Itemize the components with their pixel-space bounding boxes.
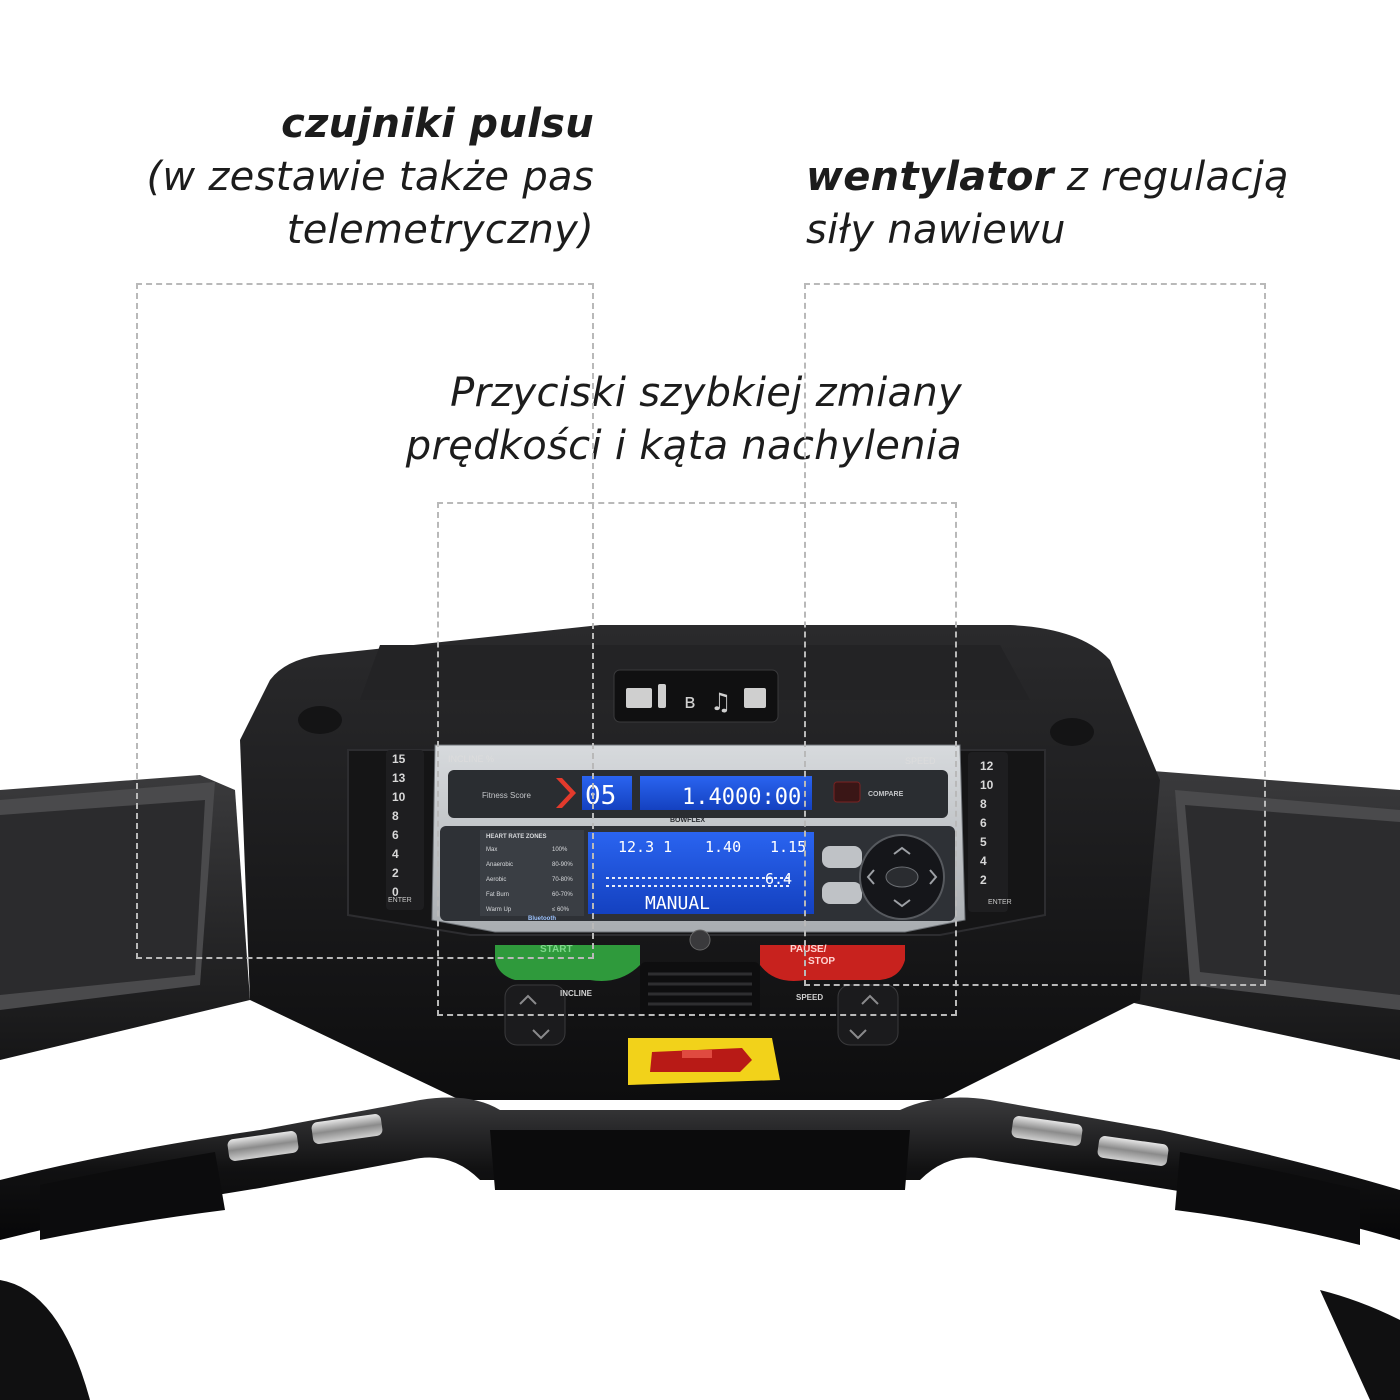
start-button[interactable] <box>495 945 640 981</box>
incline-quick-rocker[interactable] <box>504 984 566 1046</box>
bluetooth-label: Bluetooth <box>528 916 556 922</box>
menu-up-button <box>822 846 862 868</box>
pause-stop-button[interactable] <box>760 945 905 981</box>
stop-label: STOP <box>808 956 835 967</box>
fitness-score-label: Fitness Score <box>482 791 531 800</box>
hr-zones-title: HEART RATE ZONES <box>486 834 547 840</box>
incline-key-label: 2 <box>392 866 399 880</box>
incline-key-label: 6 <box>392 828 399 842</box>
top-time-value: 00:00 <box>735 785 801 810</box>
hr-zone-range: 60-70% <box>552 892 573 898</box>
speed-key-column <box>968 752 1008 912</box>
music-icon: ♫ <box>710 688 732 716</box>
incline-key-label: 13 <box>392 771 406 785</box>
caption-pulse-line3: telemetryczny) <box>286 207 594 253</box>
main-lcd <box>588 832 814 914</box>
bluetooth-icon: ʙ <box>684 689 696 713</box>
caption-buttons-line2: prędkości i kąta nachylenia <box>405 423 962 469</box>
speed-enter-label: ENTER <box>988 899 1012 906</box>
speed-key-label: 2 <box>980 873 987 887</box>
caption-pulse-line2: (w zestawie także pas <box>146 154 594 200</box>
incline-key-label: 8 <box>392 809 399 823</box>
incline-key-label: 0 <box>392 885 399 899</box>
usb-icon <box>658 684 666 708</box>
lcd-value-3: 1.15 <box>770 838 806 856</box>
hr-zone-name: Anaerobic <box>486 862 513 868</box>
hr-zone-name: Warm Up <box>486 907 512 913</box>
compare-label: COMPARE <box>868 791 904 798</box>
hr-zone-range: 80-90% <box>552 862 573 868</box>
caption-fan-line2: siły nawiewu <box>806 207 1066 253</box>
caption-fan-rest: z regulacją <box>1053 154 1289 200</box>
hr-zone-range: 70-80% <box>552 877 573 883</box>
fitness-score-lcd <box>582 776 632 810</box>
right-pulse-sensors[interactable] <box>1011 1115 1169 1167</box>
speed-key-label: 8 <box>980 797 987 811</box>
left-pulse-sensors[interactable] <box>227 1113 383 1162</box>
lcd-value-4: 6.4 <box>765 870 792 888</box>
speed-quick-label: SPEED <box>796 993 823 1002</box>
speed-key-label: 4 <box>980 854 987 868</box>
fan-grill <box>640 962 760 1018</box>
hr-zone-range: ≤ 60% <box>552 907 570 913</box>
incline-quick-label: INCLINE <box>560 989 593 998</box>
hr-zone-range: 100% <box>552 847 568 853</box>
incline-label: INCLINE % <box>448 754 494 764</box>
incline-key-label: 15 <box>392 752 406 766</box>
caption-fan-title: wentylator <box>806 154 1054 200</box>
top-distance-value: 1.40 <box>682 785 735 810</box>
incline-key-label: 4 <box>392 847 399 861</box>
media-icons-box <box>613 669 779 723</box>
speed-label: SPEED <box>905 756 936 766</box>
fitness-score-value: 05 <box>585 781 616 811</box>
caption-fan: wentylator z regulacją siły nawiewu <box>806 151 1289 257</box>
speed-key-label: 5 <box>980 835 987 849</box>
brand-logo-text: BOWFLEX <box>670 817 705 824</box>
menu-down-button <box>822 882 862 904</box>
pause-label: PAUSE/ <box>790 944 827 955</box>
caption-quick-buttons: Przyciski szybkiej zmiany prędkości i ką… <box>406 367 962 473</box>
speed-key-label: 10 <box>980 778 994 792</box>
caption-pulse-title: czujniki pulsu <box>281 101 594 147</box>
hr-zones-list: Max 100% Anaerobic 80-90% Aerobic 70-80% Fat B… <box>486 847 573 913</box>
book-icon <box>626 688 652 708</box>
speed-key-labels: 12 10 8 6 5 4 2 <box>980 759 994 887</box>
incline-key-column <box>386 750 424 910</box>
hr-zone-name: Fat Burn <box>486 892 509 898</box>
hr-zone-name: Aerobic <box>486 877 506 883</box>
lcd-value-1: 12.3 1 <box>618 838 672 856</box>
distance-time-lcd <box>640 776 812 810</box>
incline-enter-label: ENTER <box>388 897 412 904</box>
incline-key-label: 10 <box>392 790 406 804</box>
lcd-value-2: 1.40 <box>705 838 741 856</box>
speed-key-label: 12 <box>980 759 994 773</box>
lcd-program-name: MANUAL <box>645 893 710 914</box>
speed-key-label: 6 <box>980 816 987 830</box>
caption-buttons-line1: Przyciski szybkiej zmiany <box>450 370 962 416</box>
speed-quick-rocker[interactable] <box>837 984 899 1046</box>
start-label: START <box>540 944 573 955</box>
caption-heart-rate-sensors: czujniki pulsu (w zestawie także pas tel… <box>146 98 594 257</box>
tablet-icon <box>744 688 766 708</box>
incline-key-labels: 15 13 10 8 6 4 2 0 <box>392 752 406 899</box>
hr-zone-name: Max <box>486 847 497 853</box>
